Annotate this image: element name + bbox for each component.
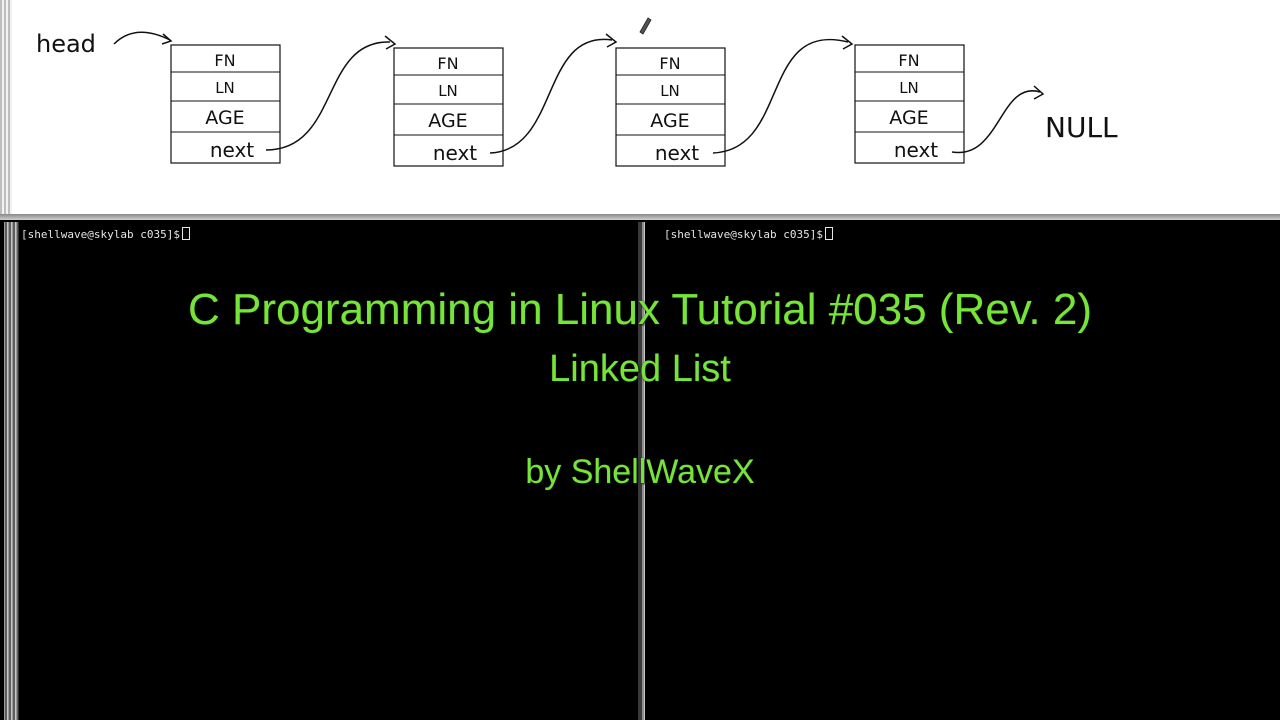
node-1-ln: LN [215, 79, 235, 97]
terminal-left[interactable]: [shellwave@skylab c035]$ [0, 222, 642, 720]
node-4-fn: FN [898, 51, 919, 70]
node-1-age: AGE [205, 107, 244, 129]
node-4-next: next [894, 138, 938, 162]
node-3-next: next [655, 141, 699, 165]
pen-cursor-icon [639, 17, 652, 35]
whiteboard-bottom-edge [0, 214, 1280, 220]
node-4-ln: LN [899, 79, 919, 97]
node-2-next: next [433, 141, 477, 165]
next-arrowhead-2 [605, 33, 618, 48]
terminal-left-prompt: [shellwave@skylab c035]$ [21, 227, 190, 241]
terminal-right[interactable]: [shellwave@skylab c035]$ [645, 222, 1280, 720]
terminal-cursor-icon [824, 227, 833, 240]
next-arrowhead-1 [384, 35, 397, 50]
node-2: FN LN AGE next [393, 47, 504, 167]
video-author: by ShellWaveX [525, 453, 755, 491]
node-3-fn: FN [659, 54, 680, 73]
next-arrowhead-4 [1033, 85, 1045, 100]
next-arrow-1 [265, 41, 391, 151]
whiteboard-frame-edge [0, 0, 12, 220]
node-2-age: AGE [428, 110, 467, 132]
node-3: FN LN AGE next [615, 47, 726, 167]
node-3-ln: LN [660, 82, 680, 100]
video-title: C Programming in Linux Tutorial #035 (Re… [187, 285, 1093, 334]
head-arrowhead [161, 33, 173, 45]
null-label: NULL [1045, 111, 1118, 144]
terminal-right-prompt: [shellwave@skylab c035]$ [664, 227, 833, 241]
node-1-fn: FN [214, 51, 235, 70]
node-3-age: AGE [650, 110, 689, 132]
terminal-left-scrollbar[interactable] [4, 222, 19, 720]
head-label: head [36, 30, 96, 58]
next-arrow-4 [951, 90, 1041, 154]
node-4-age: AGE [889, 107, 928, 129]
video-subtitle: Linked List [549, 348, 731, 390]
node-2-fn: FN [437, 54, 458, 73]
node-1: FN LN AGE next [170, 44, 281, 164]
head-arrow [113, 31, 171, 45]
node-4: FN LN AGE next [854, 44, 965, 164]
linked-list-diagram: head FN LN AGE next FN LN AGE next [36, 17, 1118, 167]
next-arrow-2 [489, 38, 613, 154]
next-arrow-3 [712, 38, 849, 154]
node-2-ln: LN [438, 82, 458, 100]
next-arrowhead-3 [841, 35, 854, 50]
node-1-next: next [210, 138, 254, 162]
whiteboard-canvas[interactable]: head FN LN AGE next FN LN AGE next [0, 0, 1280, 220]
terminal-cursor-icon [181, 227, 190, 240]
